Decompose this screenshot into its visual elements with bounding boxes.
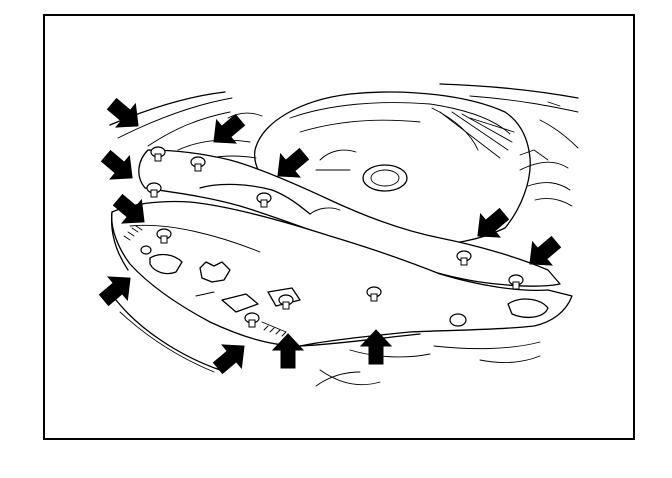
arrow-icon <box>93 266 141 312</box>
undercover-panel <box>110 149 573 387</box>
clip <box>366 286 382 302</box>
clip <box>190 156 206 172</box>
clip-group <box>140 146 524 328</box>
arrow-icon <box>207 334 255 380</box>
clip <box>449 313 467 327</box>
clip <box>278 294 294 310</box>
clip <box>150 146 166 162</box>
clip <box>508 274 524 290</box>
clip <box>140 245 152 255</box>
clip <box>244 312 260 328</box>
arrow-icon <box>101 92 149 138</box>
clip <box>256 192 272 208</box>
clip <box>146 182 162 198</box>
clip <box>456 250 472 266</box>
clip <box>156 228 172 244</box>
arrow-icon <box>203 108 251 154</box>
arrow-icon <box>95 144 143 190</box>
